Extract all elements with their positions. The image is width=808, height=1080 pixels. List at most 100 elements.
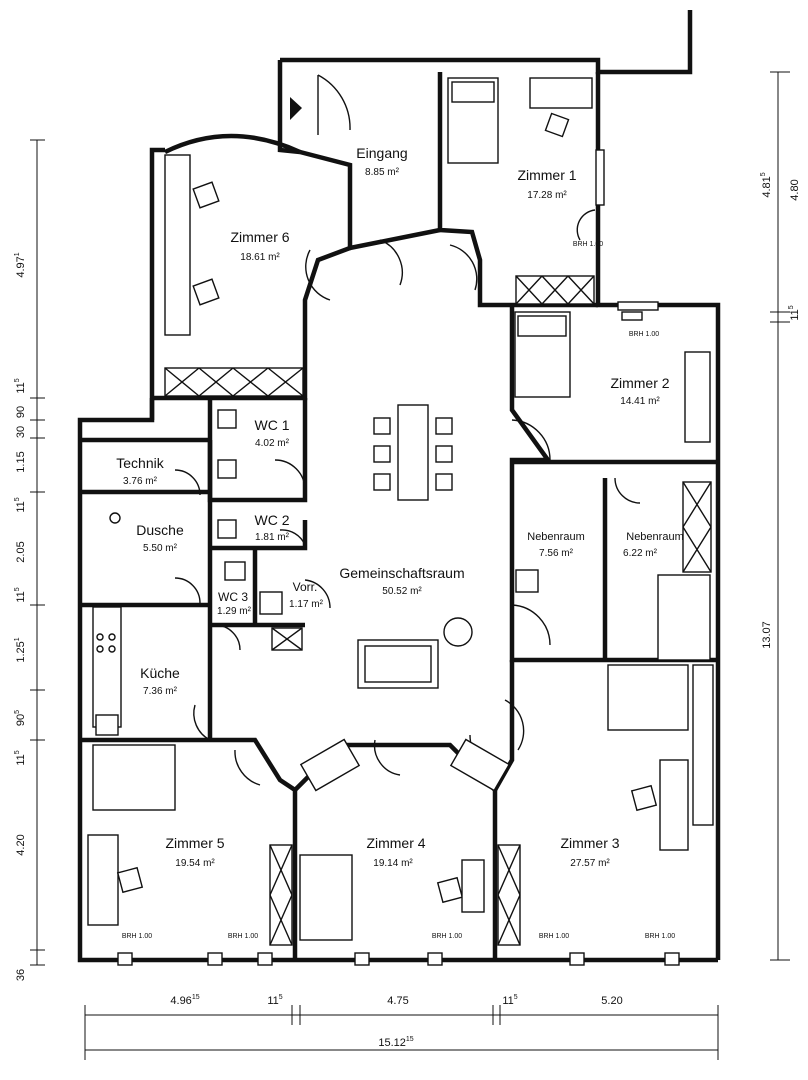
room-area: 1.17 m²	[289, 599, 324, 610]
svg-text:905: 905	[14, 710, 27, 726]
dim-label: 11	[502, 995, 513, 1007]
dim-label: 4.97	[15, 256, 27, 277]
room-area: 7.36 m²	[143, 686, 178, 697]
dim-label: 4.96	[170, 995, 191, 1007]
dim-label: 11	[15, 754, 27, 765]
dim-label: 11	[15, 591, 27, 602]
room-area: 19.14 m²	[373, 858, 413, 869]
dim-label: 5.20	[601, 995, 622, 1007]
svg-text:115: 115	[14, 587, 27, 602]
room-area: 8.85 m²	[365, 167, 400, 178]
room-name: Nebenraum	[626, 531, 683, 543]
room-name: WC 3	[218, 590, 248, 604]
dim-sup: 5	[14, 587, 21, 591]
dim-label: 1.25	[15, 641, 27, 662]
room-name: Technik	[116, 455, 164, 471]
dim-sup: 15	[406, 1036, 414, 1043]
dim-label: 11	[789, 309, 801, 320]
svg-text:1.251: 1.251	[14, 637, 27, 662]
dim-label: 4.81	[761, 176, 773, 197]
window-labels: BRH 1.00 BRH 1.00 BRH 1.00 BRH 1.00 BRH …	[122, 241, 675, 940]
room-name: Zimmer 4	[366, 835, 425, 851]
brh-label: BRH 1.00	[645, 933, 675, 940]
brh-label: BRH 1.00	[573, 241, 603, 248]
room-name: Zimmer 6	[230, 229, 289, 245]
furniture	[87, 77, 714, 946]
room-name: WC 1	[255, 417, 290, 433]
dim-label: 36	[15, 969, 27, 981]
dim-label: 90	[15, 714, 27, 726]
room-name: WC 2	[255, 512, 290, 528]
room-name: Eingang	[356, 145, 407, 161]
room-area: 17.28 m²	[527, 190, 567, 201]
room-area: 7.56 m²	[539, 548, 574, 559]
svg-text:115: 115	[14, 378, 27, 393]
svg-text:115: 115	[267, 994, 282, 1007]
dimensions-right: 4.815 4.80 115 13.07	[760, 71, 801, 961]
room-area: 4.02 m²	[255, 438, 290, 449]
room-name: Dusche	[136, 522, 184, 538]
doors	[174, 74, 641, 786]
brh-label: BRH 1.00	[122, 933, 152, 940]
svg-text:4.9615: 4.9615	[170, 994, 199, 1007]
dim-sup: 5	[14, 710, 21, 714]
dim-label: 2.05	[15, 541, 27, 562]
dim-label: 90	[15, 406, 27, 418]
room-area: 5.50 m²	[143, 543, 178, 554]
room-name: Zimmer 3	[560, 835, 619, 851]
svg-text:4.971: 4.971	[14, 252, 27, 277]
entrance-arrow-icon	[290, 97, 302, 120]
room-area: 1.29 m²	[217, 606, 252, 617]
room-area: 50.52 m²	[382, 586, 422, 597]
brh-label: BRH 1.00	[539, 933, 569, 940]
dim-sup: 5	[14, 750, 21, 754]
dim-sup: 1	[14, 637, 21, 641]
dim-label: 11	[267, 995, 278, 1007]
room-area: 19.54 m²	[175, 858, 215, 869]
room-name: Gemeinschaftsraum	[339, 565, 464, 581]
room-name: Küche	[140, 665, 180, 681]
dim-label: 4.20	[15, 834, 27, 855]
dim-label: 4.80	[789, 179, 801, 200]
dim-sup: 15	[192, 994, 200, 1001]
room-name: Zimmer 1	[517, 167, 576, 183]
dim-label: 15.12	[378, 1037, 406, 1049]
svg-text:15.1215: 15.1215	[378, 1036, 413, 1049]
room-area: 18.61 m²	[240, 252, 280, 263]
dimensions-left: 4.971 115 90 30 1.15 115 2.05 115 1.251 …	[14, 139, 45, 981]
room-name: Vorr.	[293, 580, 318, 594]
brh-label: BRH 1.00	[629, 331, 659, 338]
room-name: Zimmer 5	[165, 835, 224, 851]
dim-sup: 5	[514, 994, 518, 1001]
svg-text:4.815: 4.815	[760, 172, 773, 197]
room-area: 14.41 m²	[620, 396, 660, 407]
dim-sup: 5	[760, 172, 767, 176]
room-area: 27.57 m²	[570, 858, 610, 869]
room-name: Zimmer 2	[610, 375, 669, 391]
svg-text:115: 115	[502, 994, 517, 1007]
room-name: Nebenraum	[527, 531, 584, 543]
room-area: 6.22 m²	[623, 548, 658, 559]
svg-text:115: 115	[14, 497, 27, 512]
dim-sup: 5	[279, 994, 283, 1001]
dim-label: 13.07	[761, 621, 773, 649]
dim-label: 30	[15, 426, 27, 438]
windows	[117, 149, 680, 966]
dim-sup: 5	[14, 497, 21, 501]
room-area: 3.76 m²	[123, 476, 158, 487]
brh-label: BRH 1.00	[228, 933, 258, 940]
dim-label: 1.15	[15, 451, 27, 472]
dimensions-bottom: 4.9615 115 4.75 115 5.20 15.1215	[84, 994, 719, 1060]
dim-label: 11	[15, 382, 27, 393]
svg-text:115: 115	[788, 305, 801, 320]
dim-label: 4.75	[387, 995, 408, 1007]
room-area: 1.81 m²	[255, 532, 290, 543]
dim-sup: 5	[788, 305, 795, 309]
room-labels: Zimmer 1 17.28 m² Eingang 8.85 m² Zimmer…	[116, 145, 683, 869]
dim-sup: 1	[14, 252, 21, 256]
brh-label: BRH 1.00	[432, 933, 462, 940]
dim-label: 11	[15, 501, 27, 512]
svg-text:115: 115	[14, 750, 27, 765]
dim-sup: 5	[14, 378, 21, 382]
